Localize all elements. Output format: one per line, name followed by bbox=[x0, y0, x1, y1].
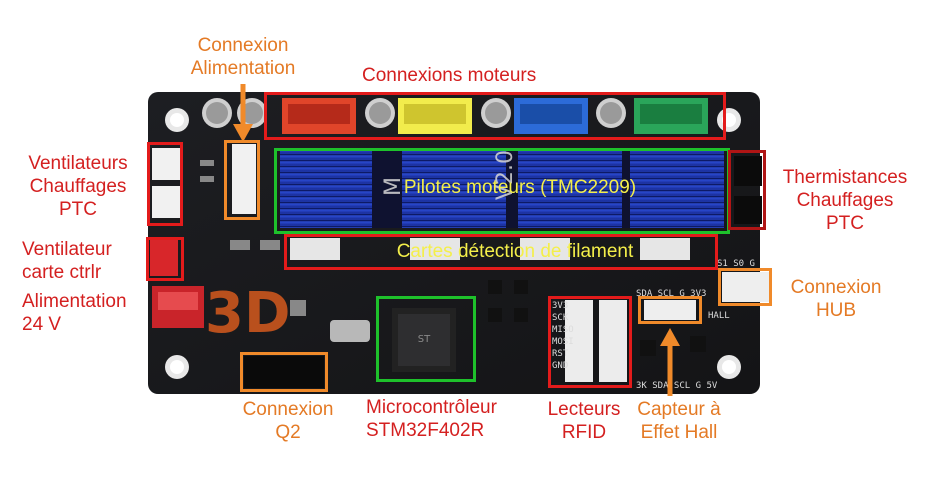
svg-text:ST: ST bbox=[418, 334, 431, 345]
label-hub-connection-line2: HUB bbox=[815, 300, 857, 321]
box-hall-sensor bbox=[638, 296, 702, 324]
silk-pin-rst: RST bbox=[552, 349, 569, 359]
label-q2-connection-line2: Q2 bbox=[275, 422, 301, 443]
box-rfid-readers bbox=[548, 296, 632, 388]
label-ptc-heater-fans-line3: PTC bbox=[59, 199, 97, 220]
label-q2-connection: Connexion Q2 bbox=[232, 398, 344, 444]
silk-pin-3v3: 3V3 bbox=[552, 301, 568, 311]
label-power-24v: Alimentation 24 V bbox=[22, 290, 127, 336]
box-ptc-heater-fans bbox=[147, 142, 183, 226]
box-hub-connection bbox=[718, 268, 772, 306]
label-ptc-thermistors-line3: PTC bbox=[826, 213, 864, 234]
rfid-connectors bbox=[565, 300, 627, 382]
silk-hall-tag: HALL bbox=[708, 311, 730, 321]
silk-s-pins: S1 S0 G bbox=[717, 259, 755, 269]
label-board-fan-line1: Ventilateur bbox=[22, 239, 112, 260]
label-rfid-readers: Lecteurs RFID bbox=[536, 398, 632, 444]
label-hall-sensor-line2: Effet Hall bbox=[640, 422, 718, 443]
capacitors bbox=[202, 98, 626, 128]
label-board-fan: Ventilateur carte ctrlr bbox=[22, 238, 112, 284]
label-microcontroller-line1: Microcontrôleur bbox=[366, 397, 497, 418]
silk-hall-pins: SDA SCL G 3V3 bbox=[636, 289, 706, 299]
label-ptc-heater-fans: Ventilateurs Chauffages PTC bbox=[14, 152, 142, 221]
motor-connectors bbox=[282, 98, 708, 134]
label-motor-connections: Connexions moteurs bbox=[362, 65, 537, 86]
label-ptc-heater-fans-line2: Chauffages bbox=[29, 176, 127, 197]
box-motor-connections bbox=[264, 92, 726, 140]
label-power-connection-line2: Alimentation bbox=[190, 58, 296, 79]
label-hub-connection-line1: Connexion bbox=[790, 277, 882, 298]
label-q2-connection-line1: Connexion bbox=[242, 399, 334, 420]
q2-connector bbox=[244, 356, 324, 388]
label-microcontroller-line2: STM32F402R bbox=[366, 420, 485, 441]
label-ptc-thermistors: Thermistances Chauffages PTC bbox=[772, 166, 918, 235]
silk-driver-mark-m: M bbox=[381, 177, 406, 196]
label-rfid-readers-line1: Lecteurs bbox=[547, 399, 621, 420]
label-motor-drivers: Pilotes moteurs (TMC2209) bbox=[403, 177, 637, 198]
heatsinks bbox=[280, 148, 724, 228]
white-connectors-left bbox=[152, 144, 256, 218]
box-filament-detection bbox=[284, 234, 718, 270]
filament-connectors bbox=[290, 238, 690, 260]
smd-components bbox=[200, 160, 706, 356]
label-hall-sensor: Capteur à Effet Hall bbox=[624, 398, 734, 444]
right-connectors bbox=[734, 156, 762, 224]
box-board-fan bbox=[146, 237, 184, 281]
silk-bottom-pins: 3K SDA SCL G 5V bbox=[636, 381, 718, 391]
silk-pin-miso: MISO bbox=[552, 325, 574, 335]
box-power-connection bbox=[224, 140, 260, 220]
label-filament-detection: Cartes détection de filament bbox=[396, 241, 634, 262]
hall-and-hub-connectors bbox=[644, 272, 770, 320]
label-board-fan-line2: carte ctrlr bbox=[22, 262, 102, 283]
red-connectors-left bbox=[150, 240, 204, 328]
label-power-connection-line1: Connexion bbox=[197, 35, 289, 56]
label-rfid-readers-line2: RFID bbox=[561, 422, 607, 443]
logo-3d: 3D bbox=[205, 281, 290, 346]
box-q2-connection bbox=[240, 352, 328, 392]
box-microcontroller bbox=[376, 296, 476, 382]
label-power-connection: Connexion Alimentation bbox=[180, 34, 306, 80]
silk-pin-mosi: MOSI bbox=[552, 337, 574, 347]
label-ptc-thermistors-line1: Thermistances bbox=[782, 167, 908, 188]
silk-pin-gnd: GND bbox=[552, 361, 568, 371]
box-ptc-thermistors bbox=[728, 150, 766, 230]
label-hub-connection: Connexion HUB bbox=[776, 276, 896, 322]
label-hall-sensor-line1: Capteur à bbox=[637, 399, 721, 420]
label-ptc-thermistors-line2: Chauffages bbox=[796, 190, 894, 211]
mcu-chip: ST bbox=[392, 308, 456, 372]
silk-driver-mark-v2: V2.0 bbox=[493, 150, 518, 200]
label-power-24v-line2: 24 V bbox=[22, 314, 62, 335]
silk-pin-sck: SCK bbox=[552, 313, 569, 323]
label-power-24v-line1: Alimentation bbox=[22, 291, 127, 312]
label-ptc-heater-fans-line1: Ventilateurs bbox=[28, 153, 128, 174]
label-microcontroller: Microcontrôleur STM32F402R bbox=[366, 396, 497, 442]
